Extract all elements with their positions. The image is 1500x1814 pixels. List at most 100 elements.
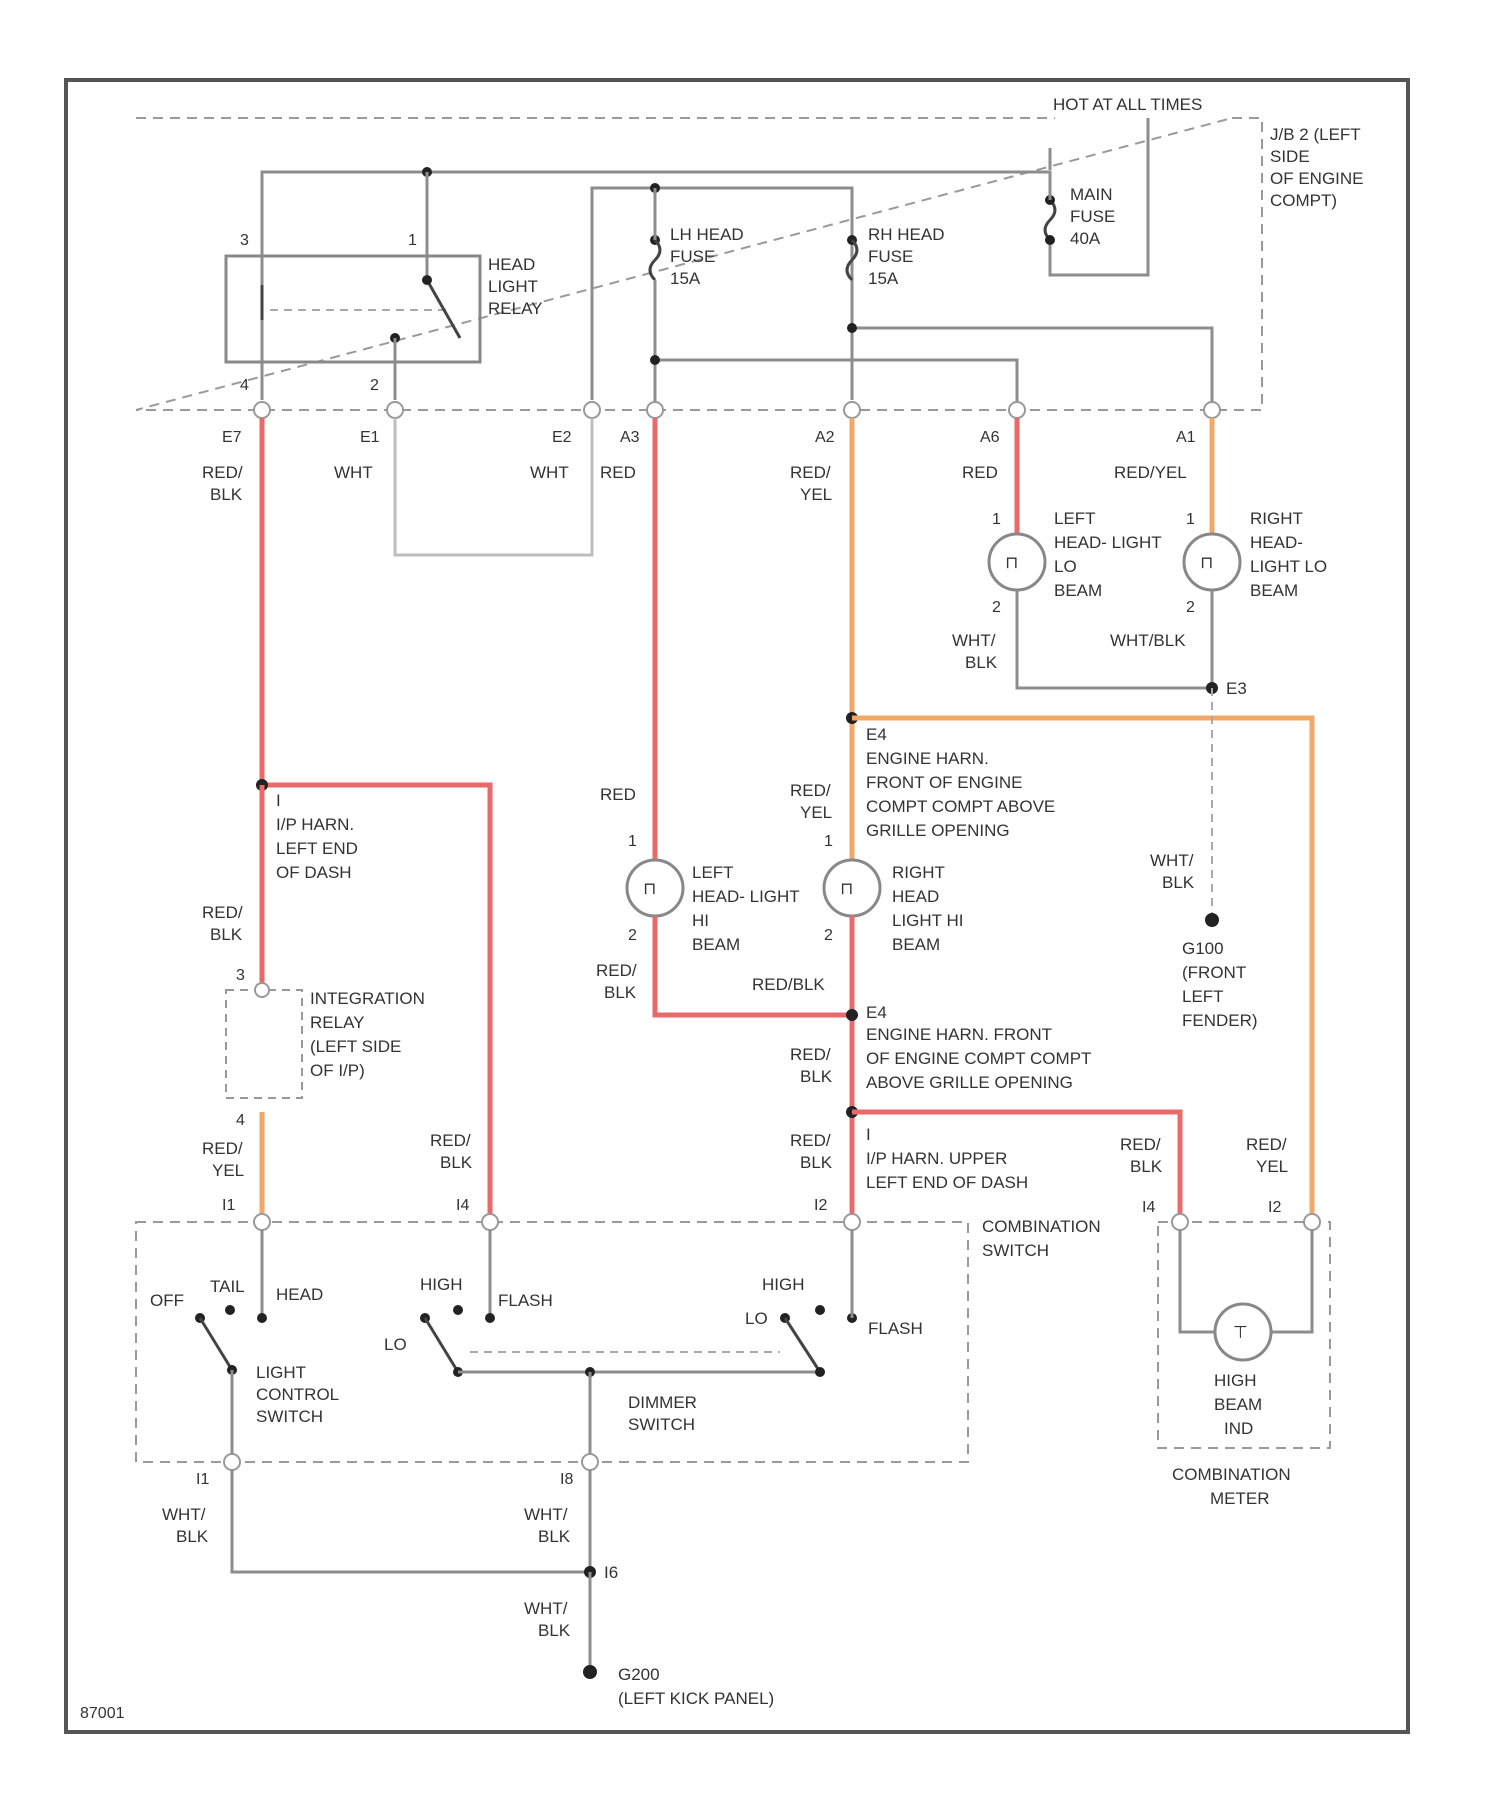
svg-text:(LEFT KICK PANEL): (LEFT KICK PANEL)	[618, 1689, 774, 1708]
hot-at-all-times-label: HOT AT ALL TIMES	[1053, 95, 1202, 114]
svg-text:2: 2	[824, 927, 833, 944]
svg-text:E4: E4	[866, 1003, 887, 1022]
svg-text:RED/: RED/	[430, 1131, 471, 1150]
svg-text:LIGHT: LIGHT	[488, 277, 538, 296]
svg-text:(LEFT SIDE: (LEFT SIDE	[310, 1037, 401, 1056]
svg-text:WHT/: WHT/	[524, 1505, 568, 1524]
dimmer-switch: HIGH FLASH LO HIGH LO FLASH DIMMER SWITC…	[384, 1230, 923, 1462]
junction-block-label: J/B 2 (LEFT SIDE OF ENGINE COMPT)	[1270, 125, 1364, 210]
svg-text:1: 1	[824, 833, 833, 850]
svg-text:CONTROL: CONTROL	[256, 1385, 339, 1404]
svg-text:RELAY: RELAY	[310, 1013, 365, 1032]
svg-text:OF DASH: OF DASH	[276, 863, 352, 882]
svg-text:FRONT OF ENGINE: FRONT OF ENGINE	[866, 773, 1022, 792]
svg-text:G200: G200	[618, 1665, 660, 1684]
svg-text:G100: G100	[1182, 939, 1224, 958]
svg-text:HEAD-: HEAD-	[1250, 533, 1303, 552]
svg-text:RH HEAD: RH HEAD	[868, 225, 945, 244]
svg-text:FUSE: FUSE	[868, 247, 913, 266]
right-headlight-hi-beam: ⊓ 1 2 RIGHT HEAD LIGHT HI BEAM	[824, 833, 963, 954]
svg-text:RED/: RED/	[1246, 1135, 1287, 1154]
svg-text:SWITCH: SWITCH	[256, 1407, 323, 1426]
svg-text:A1: A1	[1176, 429, 1196, 446]
svg-text:BEAM: BEAM	[892, 935, 940, 954]
svg-text:HIGH: HIGH	[420, 1275, 463, 1294]
svg-text:LEFT: LEFT	[1182, 987, 1224, 1006]
svg-text:ABOVE GRILLE OPENING: ABOVE GRILLE OPENING	[866, 1073, 1073, 1092]
svg-text:A6: A6	[980, 429, 1000, 446]
combination-switch-label: COMBINATION SWITCH	[982, 1217, 1101, 1260]
svg-text:METER: METER	[1210, 1489, 1270, 1508]
svg-text:TAIL: TAIL	[210, 1277, 245, 1296]
svg-text:COMBINATION: COMBINATION	[982, 1217, 1101, 1236]
svg-text:HEAD: HEAD	[276, 1285, 323, 1304]
svg-text:WHT/: WHT/	[1150, 851, 1194, 870]
svg-text:LEFT END: LEFT END	[276, 839, 358, 858]
svg-text:⊓: ⊓	[840, 879, 853, 898]
svg-text:RED/: RED/	[790, 1045, 831, 1064]
svg-text:BLK: BLK	[210, 925, 243, 944]
svg-text:FENDER): FENDER)	[1182, 1011, 1258, 1030]
svg-text:4: 4	[236, 1112, 245, 1129]
svg-text:FUSE: FUSE	[670, 247, 715, 266]
main-fuse: MAIN FUSE 40A	[1045, 118, 1148, 275]
svg-text:ENGINE HARN.: ENGINE HARN.	[866, 749, 989, 768]
svg-text:LEFT: LEFT	[692, 863, 734, 882]
svg-text:HEAD: HEAD	[892, 887, 939, 906]
svg-text:RELAY: RELAY	[488, 299, 543, 318]
svg-text:BLK: BLK	[1130, 1157, 1163, 1176]
right-headlight-lo-beam: ⊓ 1 2 RIGHT HEAD- LIGHT LO BEAM	[1184, 509, 1327, 616]
svg-text:FLASH: FLASH	[498, 1291, 553, 1310]
svg-text:BLK: BLK	[800, 1067, 833, 1086]
svg-text:I2: I2	[814, 1197, 827, 1214]
svg-text:I1: I1	[222, 1197, 235, 1214]
svg-text:E7: E7	[222, 429, 242, 446]
jb-connectors: E7 E1 E2 A3 A2 A6 A1	[222, 402, 1220, 446]
integration-relay: 3 4 INTEGRATION RELAY (LEFT SIDE OF I/P)	[226, 967, 425, 1129]
jb2-label-line3: OF ENGINE	[1270, 169, 1364, 188]
svg-text:RED/: RED/	[790, 781, 831, 800]
svg-text:WHT/BLK: WHT/BLK	[1110, 631, 1186, 650]
svg-text:40A: 40A	[1070, 229, 1101, 248]
svg-text:I/P HARN.: I/P HARN.	[276, 815, 354, 834]
svg-text:YEL: YEL	[212, 1161, 244, 1180]
combination-meter-label: COMBINATION METER	[1172, 1465, 1291, 1508]
svg-text:BEAM: BEAM	[1054, 581, 1102, 600]
svg-text:I: I	[276, 791, 281, 810]
svg-text:WHT: WHT	[530, 463, 569, 482]
splice-i-right: I I/P HARN. UPPER LEFT END OF DASH	[866, 1125, 1028, 1192]
svg-text:LO: LO	[1054, 557, 1077, 576]
svg-text:⊓: ⊓	[1200, 553, 1213, 572]
svg-text:RED: RED	[600, 785, 636, 804]
svg-text:YEL: YEL	[800, 485, 832, 504]
high-beam-indicator: ⊤ HIGH BEAM IND	[1214, 1304, 1271, 1438]
svg-text:A3: A3	[620, 429, 640, 446]
svg-text:4: 4	[240, 377, 249, 394]
rh-head-fuse: RH HEAD FUSE 15A	[847, 225, 945, 288]
svg-text:RED/: RED/	[202, 1139, 243, 1158]
svg-text:BEAM: BEAM	[1250, 581, 1298, 600]
svg-text:COMBINATION: COMBINATION	[1172, 1465, 1291, 1484]
svg-text:2: 2	[992, 599, 1001, 616]
svg-text:RED/YEL: RED/YEL	[1114, 463, 1187, 482]
ground-g200: G200 (LEFT KICK PANEL)	[618, 1665, 774, 1708]
svg-text:BEAM: BEAM	[692, 935, 740, 954]
svg-text:I6: I6	[604, 1563, 618, 1582]
svg-text:BLK: BLK	[440, 1153, 473, 1172]
svg-text:HEAD- LIGHT: HEAD- LIGHT	[692, 887, 800, 906]
svg-text:BLK: BLK	[176, 1527, 209, 1546]
svg-text:BLK: BLK	[1162, 873, 1195, 892]
svg-text:LO: LO	[745, 1309, 768, 1328]
lh-head-fuse: LH HEAD FUSE 15A	[650, 225, 744, 288]
svg-text:HIGH: HIGH	[762, 1275, 805, 1294]
svg-text:I: I	[866, 1125, 871, 1144]
svg-text:BLK: BLK	[800, 1153, 833, 1172]
svg-text:1: 1	[992, 511, 1001, 528]
svg-text:RED/: RED/	[1120, 1135, 1161, 1154]
svg-text:SWITCH: SWITCH	[982, 1241, 1049, 1260]
svg-text:BLK: BLK	[538, 1527, 571, 1546]
svg-text:HIGH: HIGH	[1214, 1371, 1257, 1390]
svg-text:15A: 15A	[868, 269, 899, 288]
svg-text:OFF: OFF	[150, 1291, 184, 1310]
light-control-switch: OFF TAIL HEAD LIGHT CONTROL SWITCH	[150, 1230, 339, 1462]
